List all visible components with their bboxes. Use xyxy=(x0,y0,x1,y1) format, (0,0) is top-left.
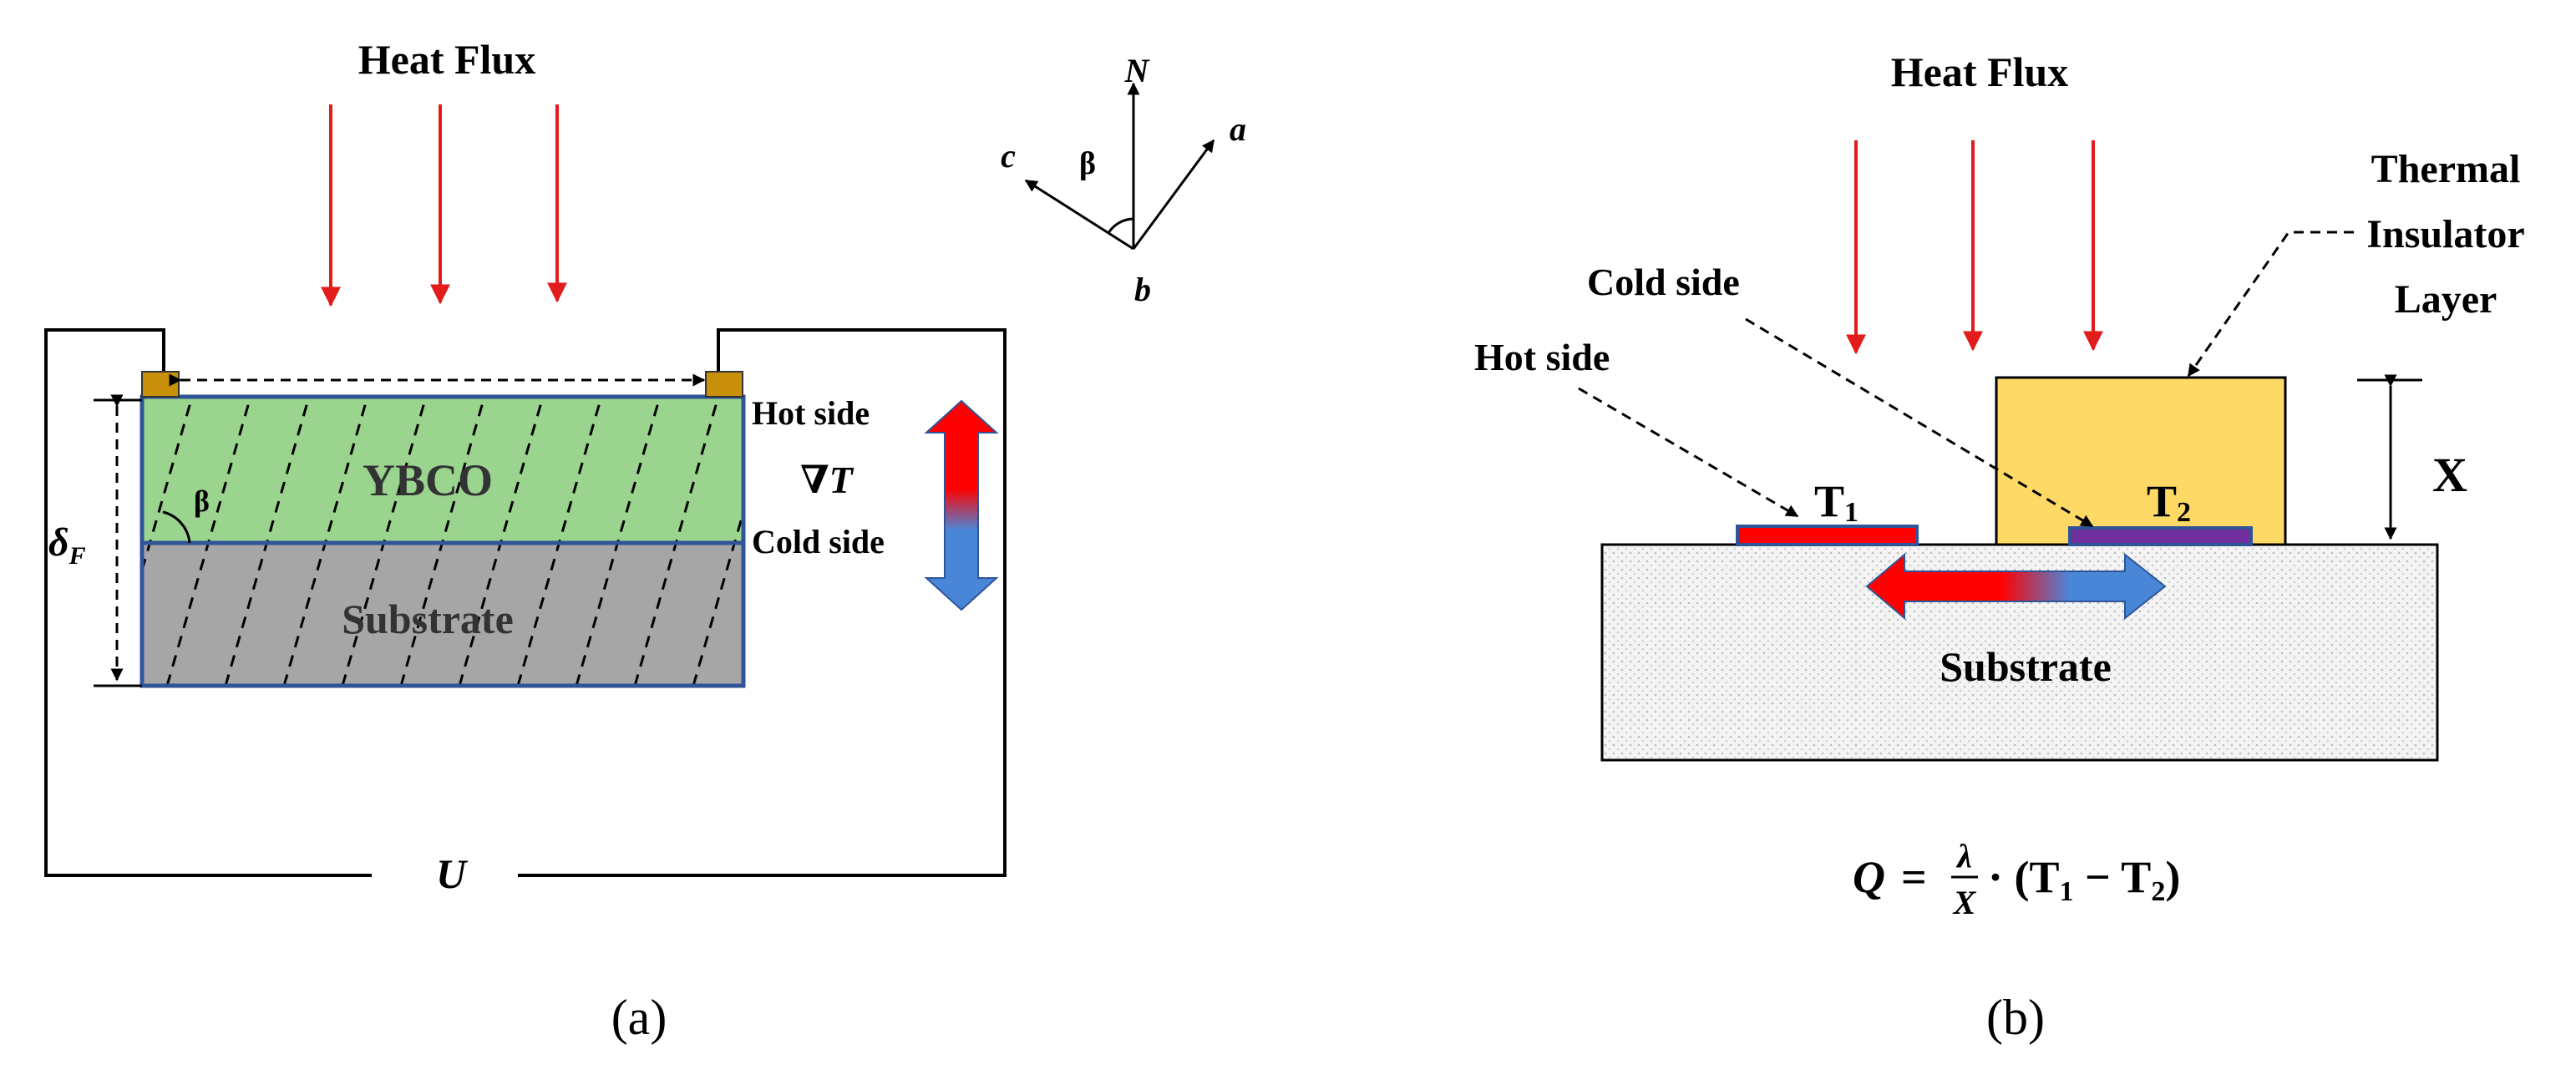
ybco-label: YBCO xyxy=(363,455,493,505)
circuit-wire-right xyxy=(518,328,1007,877)
heat-flux-equation: Q = λ X · (T1 − T2) xyxy=(1853,837,2180,921)
heat-flux-label-b: Heat Flux xyxy=(1891,48,2068,95)
axis-b-label: b xyxy=(1134,271,1151,308)
heat-flux-arrows-b xyxy=(1846,140,2103,355)
equation-equals: = xyxy=(1901,852,1927,902)
hot-side-label-b: Hot side xyxy=(1474,336,1610,378)
thickness-label: δF xyxy=(48,520,86,570)
cold-side-leader xyxy=(1745,317,2094,528)
t2-label: T2 xyxy=(2147,476,2191,528)
voltage-label: U xyxy=(436,850,469,897)
substrate-layer-a xyxy=(142,543,743,686)
gradient-label: ∇T xyxy=(800,459,854,501)
equation-numerator: λ xyxy=(1955,837,1972,875)
circuit-wire-left xyxy=(44,328,372,877)
x-label: X xyxy=(2432,448,2467,502)
insulator-leader xyxy=(2187,231,2354,378)
substrate-label-a: Substrate xyxy=(342,596,514,642)
equation-rest: · (T1 − T2) xyxy=(1988,852,2180,907)
caption-b: (b) xyxy=(1986,990,2045,1045)
contact-pad-right xyxy=(705,371,743,398)
insulator-label-line3: Layer xyxy=(2395,277,2497,322)
axes-angle-arc xyxy=(1107,217,1134,234)
caption-a: (a) xyxy=(611,990,667,1045)
thermal-insulator-layer xyxy=(1995,376,2287,546)
tilt-angle-arc xyxy=(162,510,191,544)
gradient-double-arrow xyxy=(924,399,999,611)
substrate-label-b: Substrate xyxy=(1940,643,2112,690)
contact-pad-left xyxy=(141,371,180,398)
equation-denominator: X xyxy=(1952,884,1977,921)
axis-a-line xyxy=(1132,139,1215,250)
ybco-film-layer xyxy=(142,397,743,543)
axis-a-label: a xyxy=(1230,110,1246,148)
hot-side-leader xyxy=(1578,387,1799,518)
cold-side-label-b: Cold side xyxy=(1587,261,1740,303)
crystal-axes xyxy=(1024,82,1215,251)
insulator-label-line2: Insulator xyxy=(2366,212,2524,256)
heat-flux-arrows-a xyxy=(321,104,567,307)
axis-n-label: N xyxy=(1124,52,1151,89)
t1-sensor xyxy=(1736,525,1919,546)
axis-c-label: c xyxy=(1001,137,1016,175)
insulator-label-line1: Thermal xyxy=(2371,147,2521,191)
axes-angle-label: β xyxy=(1079,146,1096,181)
tilt-angle-label: β xyxy=(194,484,210,518)
axis-c-line xyxy=(1024,179,1134,251)
equation-lhs: Q xyxy=(1853,852,1885,902)
cold-side-label-a: Cold side xyxy=(752,523,885,560)
t2-sensor xyxy=(2068,526,2253,546)
t1-label: T1 xyxy=(1814,476,1858,528)
hot-side-label-a: Hot side xyxy=(752,394,870,432)
panel-b: Heat Flux T1 T2 Substrate X Hot side Co xyxy=(1474,48,2525,1045)
panel-a: Heat Flux U xyxy=(44,36,1246,1045)
heat-flux-label-a: Heat Flux xyxy=(358,36,535,83)
lateral-gradient-arrow xyxy=(1865,552,2167,621)
